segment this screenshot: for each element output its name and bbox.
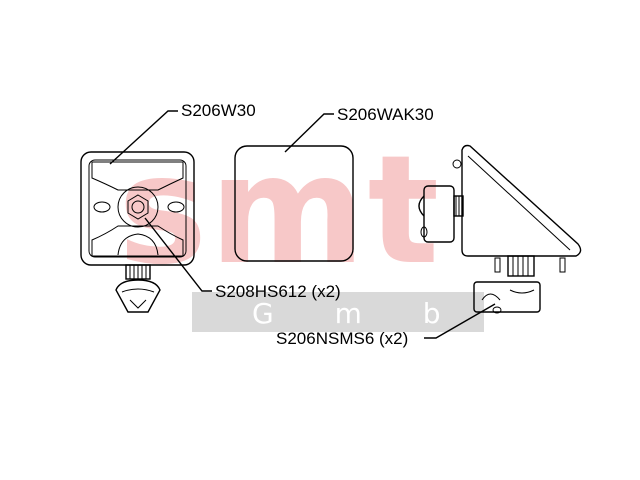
- watermark-logo-text: smt: [118, 124, 441, 298]
- label-cover: S206WAK30: [337, 105, 434, 124]
- label-screw: S208HS612 (x2): [215, 282, 341, 301]
- leader-lines: [109, 110, 496, 339]
- leader-cover: [284, 113, 334, 153]
- leader-screw: [144, 217, 212, 292]
- end-cap-part: [80, 151, 195, 313]
- watermark-band: [192, 292, 484, 332]
- watermark-sub-text: G m b H: [252, 297, 549, 330]
- label-nut: S206NSMS6 (x2): [276, 329, 408, 348]
- label-end-cap: S206W30: [181, 101, 256, 120]
- leader-nut: [424, 303, 496, 339]
- cover-part: [234, 145, 354, 262]
- leader-end-cap: [109, 110, 178, 165]
- angle-bracket-part: [418, 144, 582, 314]
